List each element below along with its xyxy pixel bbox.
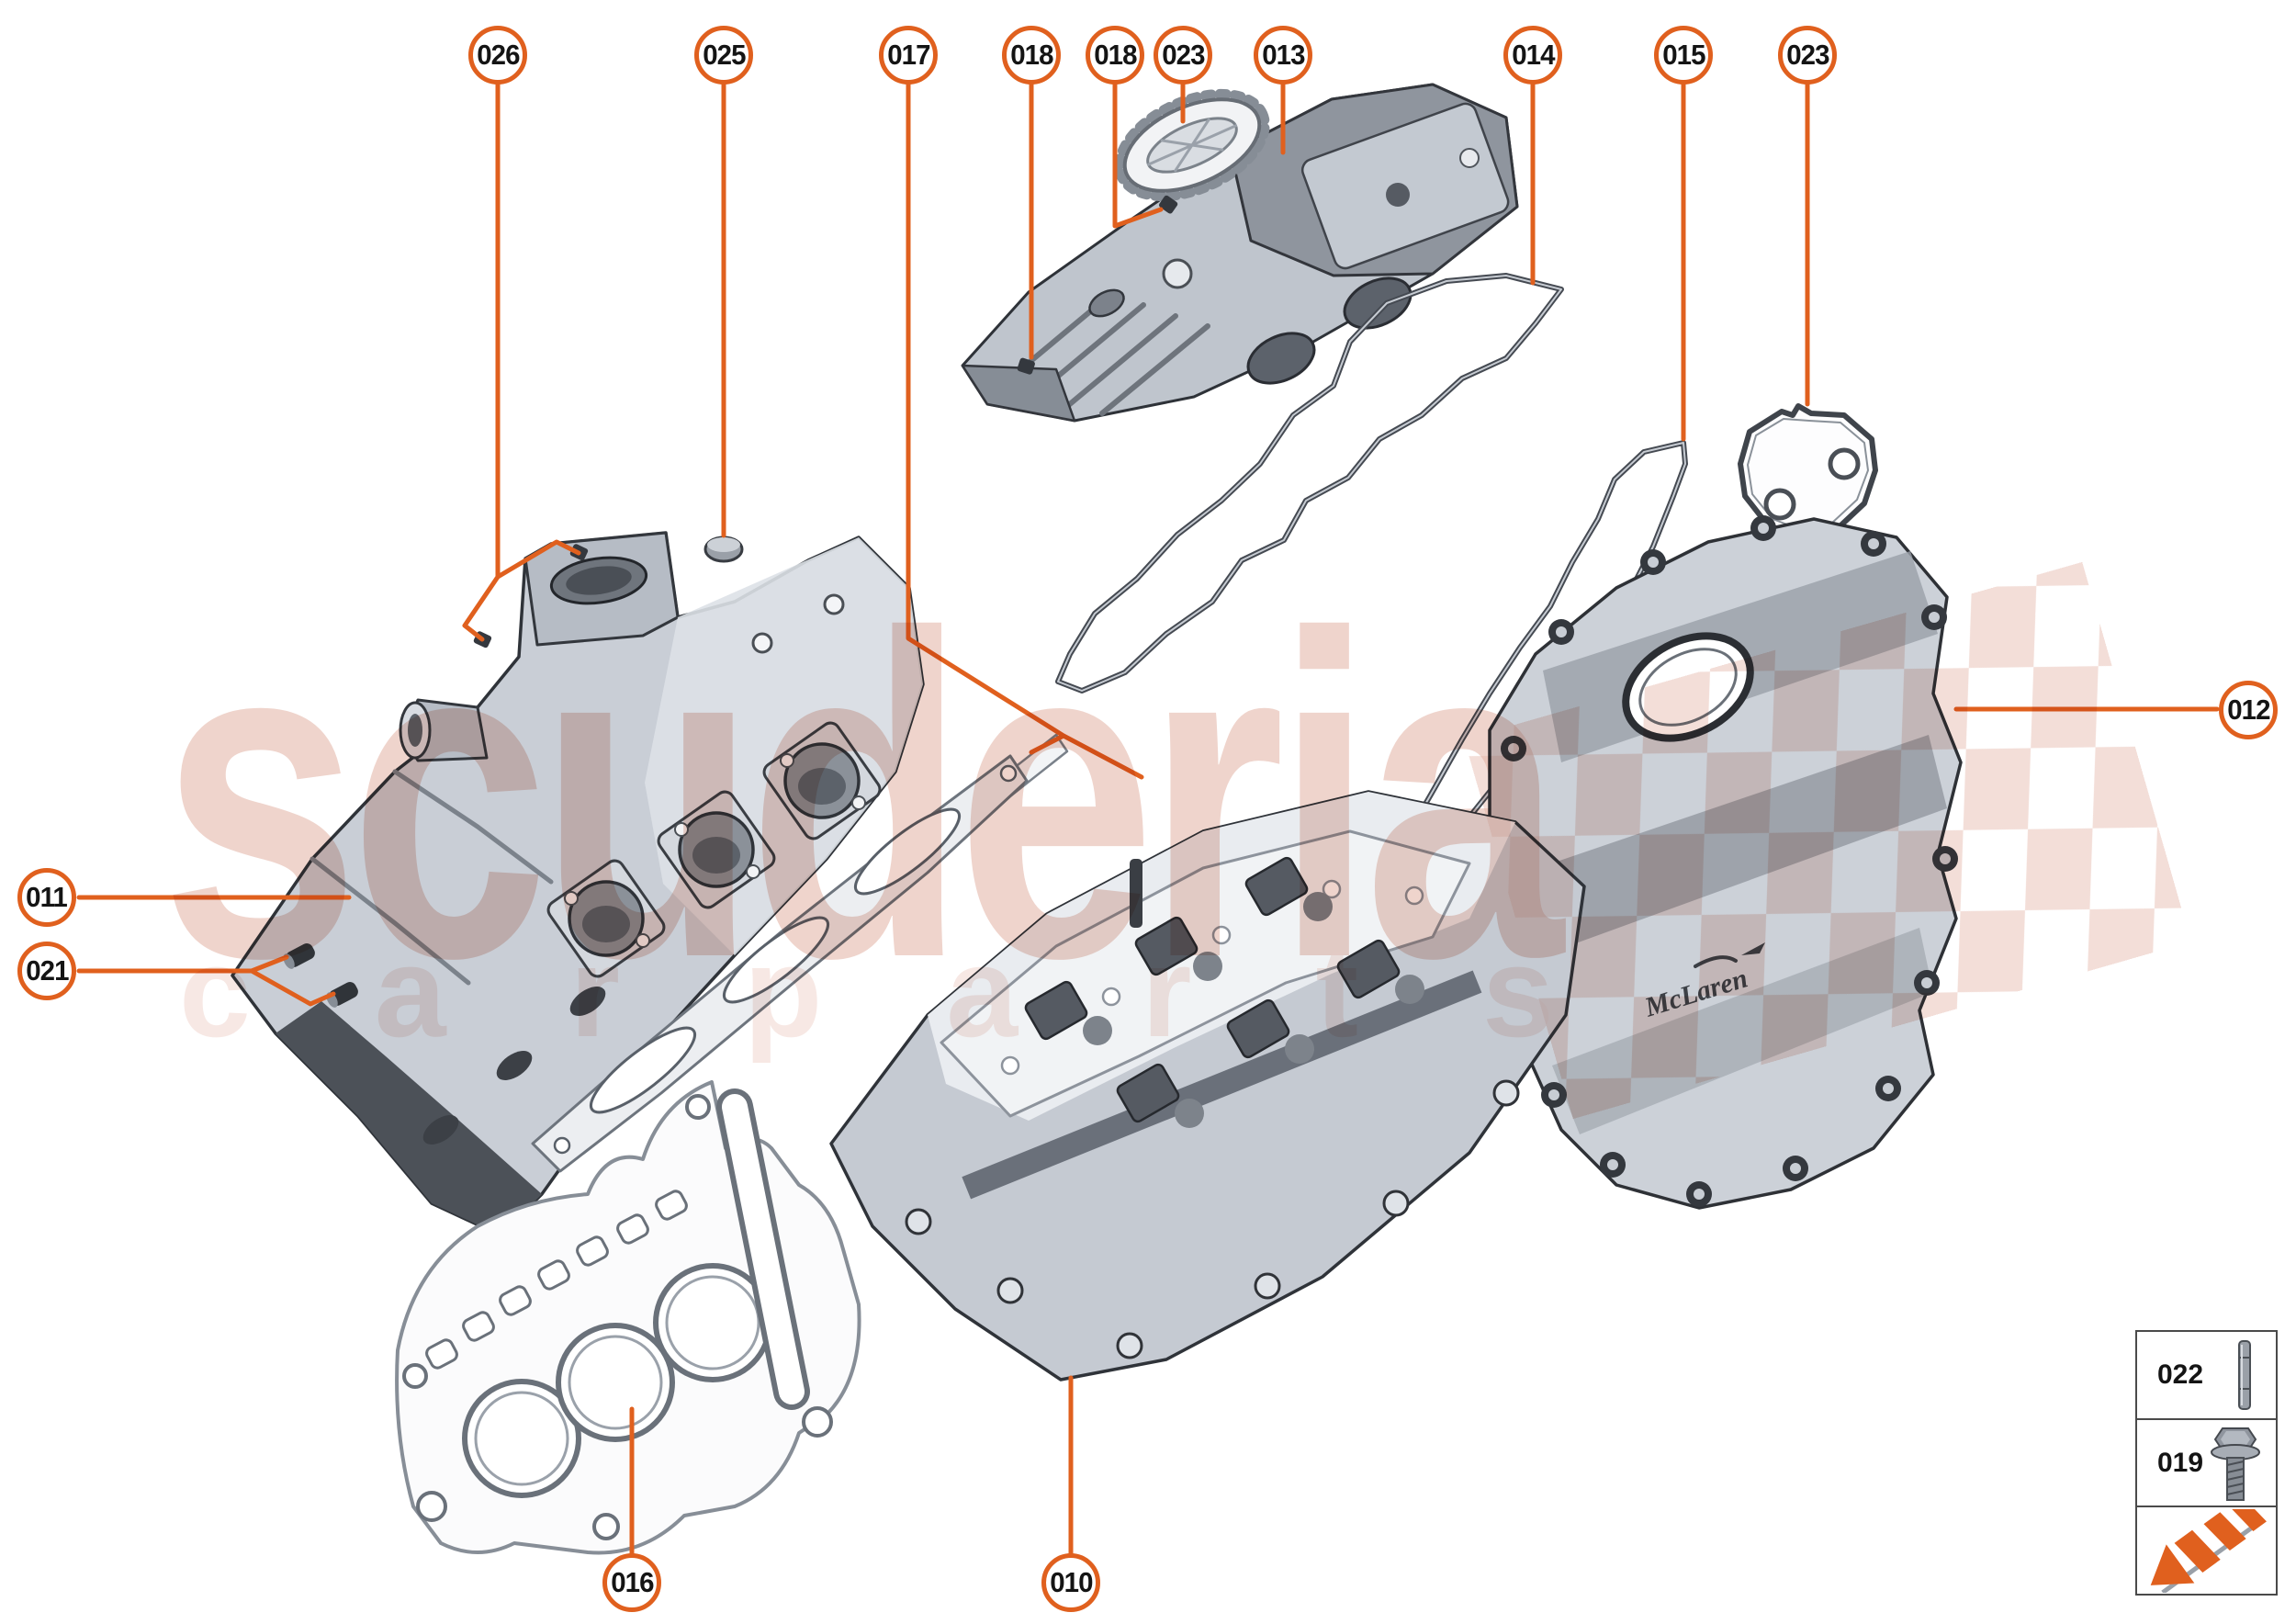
callout-013[interactable]: 013 [1254,26,1312,85]
callout-014[interactable]: 014 [1503,26,1562,85]
callout-018-b[interactable]: 018 [1086,26,1144,85]
legend-label-019: 019 [2157,1447,2204,1478]
part-cam-housing-upper [961,83,1519,423]
callout-023-a[interactable]: 023 [1154,26,1212,85]
part-cylinder-head-right [829,790,1586,1382]
legend-row-arrow [2137,1507,2276,1594]
watermark-word: scuderia [161,540,1566,1054]
leader-017 [906,82,1144,780]
flange-bolt-icon [2211,1427,2260,1501]
callout-012[interactable]: 012 [2219,681,2278,739]
callout-018-a[interactable]: 018 [1002,26,1061,85]
leader-021 [76,954,336,1007]
part-serrated-gasket [1114,88,1270,202]
dowel-pin-icon [2238,1339,2251,1410]
part-breather-gasket [1738,403,1878,540]
callout-025[interactable]: 025 [694,26,753,85]
part-cylinder-head-left [231,531,925,1237]
callout-015[interactable]: 015 [1654,26,1713,85]
part-head-gasket-center [531,733,1069,1173]
watermark: scuderia c a r p a r t s [161,540,2191,1120]
part-plug-018-a [1017,357,1035,375]
callout-011[interactable]: 011 [17,868,76,927]
legend-label-022: 022 [2157,1359,2204,1390]
legend-row-022: 022 [2137,1332,2276,1420]
callout-026[interactable]: 026 [468,26,527,85]
legend-box: 022 019 [2135,1330,2278,1596]
part-head-gasket-lower [395,1080,861,1555]
exploded-view-arrow-icon [2150,1508,2267,1593]
leader-018-b [1112,82,1164,229]
part-valve-cover-gasket-left [1055,273,1564,694]
leader-026 [462,82,581,642]
callout-023-b[interactable]: 023 [1778,26,1837,85]
part-plug-018-b [1159,195,1178,214]
callout-021[interactable]: 021 [17,942,76,1000]
callout-010[interactable]: 010 [1041,1553,1100,1612]
checkered-flag-watermark [1464,561,2191,1120]
callout-017[interactable]: 017 [879,26,938,85]
callout-016[interactable]: 016 [602,1553,661,1612]
watermark-subword: c a r p a r t s [179,919,1598,1064]
legend-row-019: 019 [2137,1420,2276,1508]
